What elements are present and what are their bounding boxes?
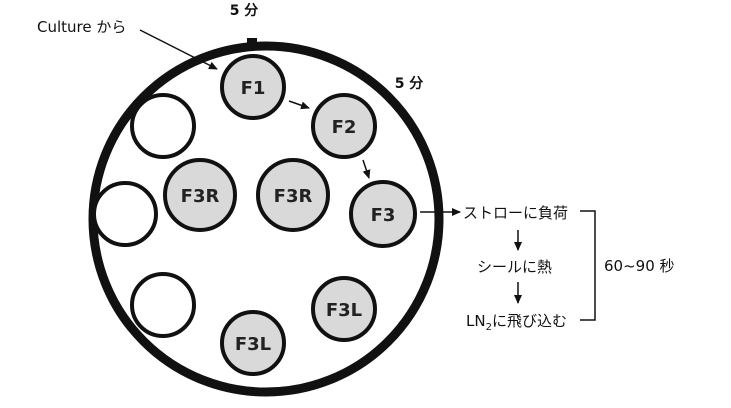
empty-well-left bbox=[92, 181, 158, 247]
step-load-straw: ストローに負荷 bbox=[463, 204, 568, 222]
well-f3l-right-label: F3L bbox=[326, 300, 362, 321]
step-ln2-plunge: LN2に飛び込む bbox=[466, 312, 567, 333]
well-f3-label: F3 bbox=[371, 205, 396, 226]
arrow-f2-to-f3 bbox=[362, 159, 371, 179]
well-f3 bbox=[349, 180, 417, 248]
step-heat-seal: シールに熱 bbox=[477, 258, 552, 276]
arrow-culture-to-f1 bbox=[139, 29, 218, 70]
well-f1 bbox=[220, 54, 286, 120]
empty-well-top-left bbox=[130, 93, 196, 159]
culture-from-label: Culture から bbox=[37, 18, 126, 36]
well-f3r-center bbox=[256, 158, 330, 232]
well-f1-label: F1 bbox=[241, 78, 266, 99]
well-f2-label: F2 bbox=[332, 117, 357, 138]
well-f3r-left-label: F3R bbox=[181, 186, 220, 207]
duration-bracket bbox=[580, 210, 596, 321]
well-f2 bbox=[311, 93, 377, 159]
well-f3r-center-label: F3R bbox=[274, 186, 313, 207]
duration-label: 60~90 秒 bbox=[604, 257, 675, 275]
time-right-label: 5 分 bbox=[395, 76, 424, 92]
empty-well-bottom-left bbox=[130, 272, 196, 338]
dish-orientation-mark bbox=[247, 38, 257, 48]
well-f3l-right bbox=[311, 276, 377, 342]
well-f3l-bottom-label: F3L bbox=[235, 334, 271, 355]
well-f3r-left bbox=[163, 158, 237, 232]
arrow-f1-to-f2 bbox=[288, 100, 310, 110]
time-top-label: 5 分 bbox=[230, 3, 259, 19]
well-f3l-bottom bbox=[220, 310, 286, 376]
